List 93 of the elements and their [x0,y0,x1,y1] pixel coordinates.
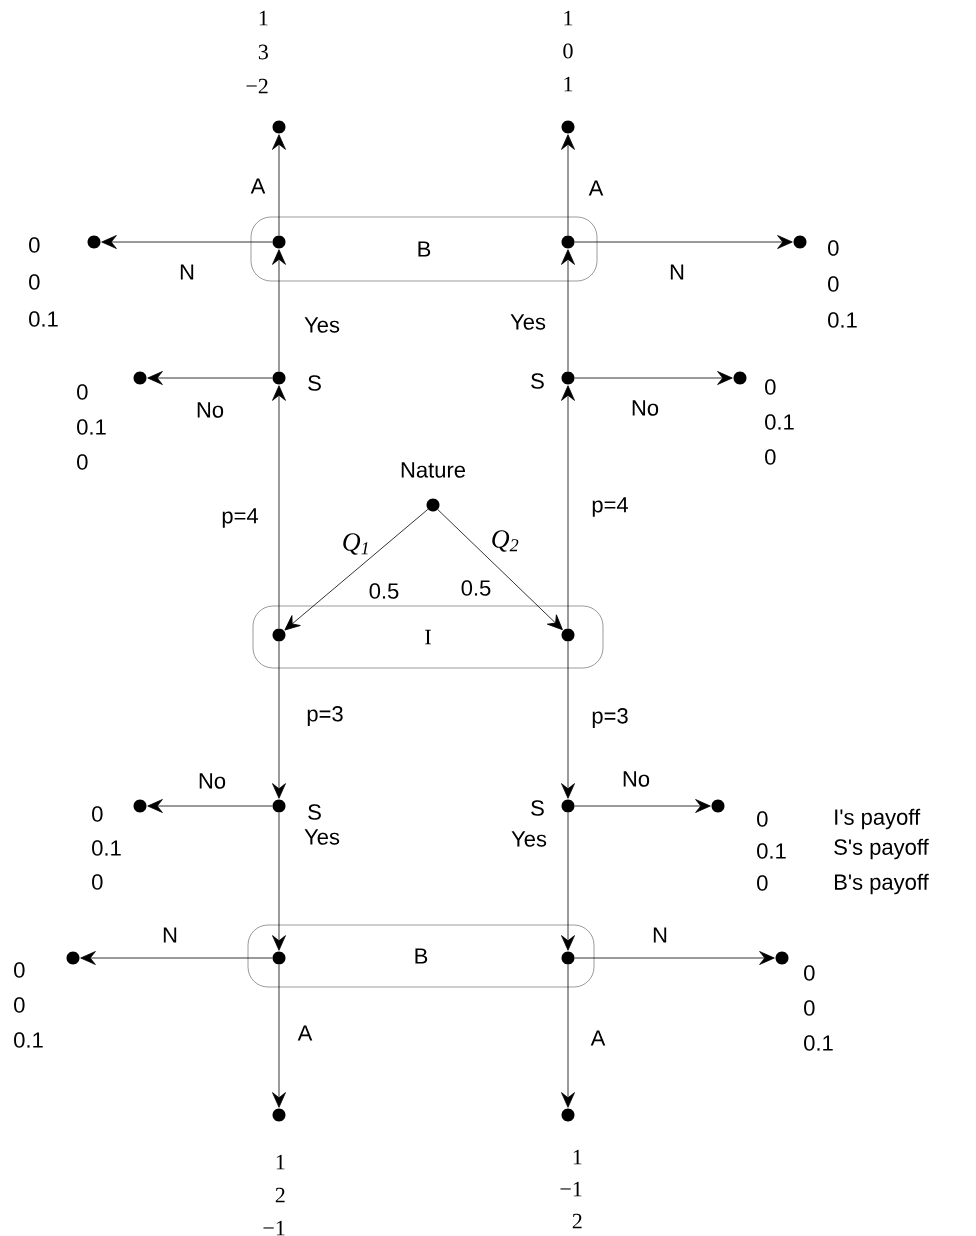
node-label: S [531,373,544,389]
edge-label: N [653,927,667,943]
edge-label: A [590,1030,606,1046]
edge-label: p=3 [592,708,628,728]
payoff-value: −1 [560,1181,582,1197]
edge-probability: 0.5 [369,583,399,599]
node-label: Nature [401,462,466,478]
arrow [574,951,775,965]
arrow [147,799,273,813]
payoff-value: 0 [14,962,25,978]
payoff-value: 0.1 [804,1035,833,1051]
payoff-value: 2 [275,1187,285,1203]
payoff-value: 0 [92,806,103,822]
arrow [272,641,286,799]
payoff-value: 0 [14,997,25,1013]
payoff-value: 0 [765,379,776,395]
edge-label: Yes [511,831,547,847]
payoff-value: 0 [92,874,103,890]
payoff-value: 0 [563,43,573,59]
edge-label: A [297,1025,313,1041]
node-label: S [308,375,321,391]
edge-label: N [670,264,684,280]
arrow [272,964,286,1108]
payoff-value: 0.1 [14,1032,43,1048]
payoff-value: 0.1 [92,840,121,856]
edge-label: A [588,180,604,196]
payoff-value: 1 [564,76,573,92]
arrow [101,235,273,249]
payoff-value: 0.1 [765,414,794,430]
payoff-value: 0 [828,240,839,256]
edge-label: No [199,773,226,789]
arrow [574,371,733,385]
edge-label: p=3 [307,706,343,726]
legend-text: B's payoff [835,873,929,895]
payoff-value: 0 [757,875,768,891]
arrow [561,385,575,629]
arrow [272,385,286,629]
payoff-value: 0 [29,274,40,290]
edge-label: No [623,771,650,787]
arrow [574,799,711,813]
edge-probability: 0.5 [461,580,491,596]
arrow [272,134,286,236]
payoff-value: 0 [29,237,40,253]
legend-text: I's payoff [835,808,921,830]
information-set-box: B [250,216,598,282]
edge-label: Yes [304,829,340,845]
edge-label: Q$_{2}$ [492,530,519,552]
payoff-value: 0 [77,384,88,400]
arrow [437,509,563,631]
payoff-value: 0 [77,454,88,470]
edge-label: p=4 [222,508,258,528]
arrow [272,812,286,951]
payoff-value: 3 [258,44,268,60]
payoff-value: 0 [828,276,839,292]
edge-label: N [180,264,194,280]
arrow [561,812,575,951]
edge-label: No [197,402,224,418]
payoff-value: 0 [804,1000,815,1016]
payoff-value: 0.1 [77,419,106,435]
node-label: S [308,804,321,820]
payoff-value: 1 [276,1154,285,1170]
arrow [561,134,575,236]
payoff-value: −2 [246,78,268,94]
arrow [561,964,575,1108]
payoff-value: 0.1 [29,311,58,327]
arrow [80,951,273,965]
payoff-value: 0.1 [828,312,857,328]
edge-label: A [250,178,266,194]
payoff-value: 1 [573,1149,582,1165]
payoff-value: 1 [259,10,268,26]
legend-text: S's payoff [834,838,929,860]
payoff-value: 0 [765,449,776,465]
payoff-value: −1 [263,1220,285,1236]
payoff-value: 0 [804,965,815,981]
edge-label: Yes [304,317,340,333]
arrow [147,371,273,385]
payoff-value: 2 [572,1213,582,1229]
payoff-value: 0.1 [757,843,786,859]
information-set-box: B [247,924,595,988]
edge-label: Q$_{1}$ [343,533,368,555]
arrow [561,249,575,372]
arrow [574,235,793,249]
edge-label: p=4 [592,497,628,517]
information-set-box: I [252,605,604,669]
arrow [272,249,286,372]
arrow [561,641,575,799]
payoff-value: 0 [757,811,768,827]
payoff-value: 1 [564,10,573,26]
arrow [284,508,429,631]
edge-label: No [632,400,659,416]
node-label: S [531,800,544,816]
edge-label: N [163,927,177,943]
edge-label: Yes [510,314,546,330]
